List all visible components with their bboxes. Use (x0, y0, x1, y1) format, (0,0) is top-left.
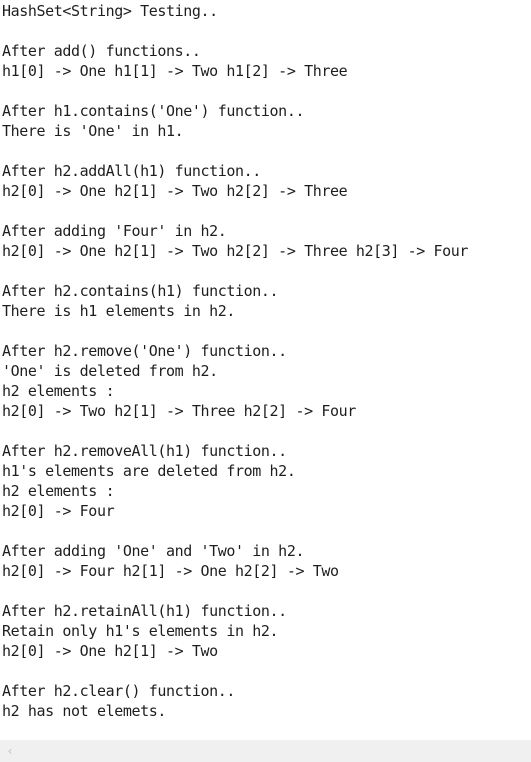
blank-line (2, 261, 529, 281)
console-line: After add() functions.. (2, 42, 201, 60)
console-line: h2[0] -> One h2[1] -> Two h2[2] -> Three (2, 182, 348, 200)
console-line: h1's elements are deleted from h2. (2, 462, 296, 480)
console-line: After adding 'Four' in h2. (2, 222, 227, 240)
blank-line (2, 21, 529, 41)
console-line: h1[0] -> One h1[1] -> Two h1[2] -> Three (2, 62, 348, 80)
console-line: h2[0] -> One h2[1] -> Two (2, 642, 218, 660)
console-line: After adding 'One' and 'Two' in h2. (2, 542, 305, 560)
console-line: h2 elements : (2, 482, 115, 500)
console-line: After h2.retainAll(h1) function.. (2, 602, 287, 620)
console-line: After h2.remove('One') function.. (2, 342, 287, 360)
console-line: h2[0] -> Four (2, 502, 115, 520)
blank-line (2, 201, 529, 221)
console-line: There is 'One' in h1. (2, 122, 184, 140)
blank-line (2, 661, 529, 681)
console-output: HashSet<String> Testing.. After add() fu… (2, 1, 529, 739)
console-line: After h1.contains('One') function.. (2, 102, 305, 120)
console-line: Retain only h1's elements in h2. (2, 622, 279, 640)
console-line: h2[0] -> Two h2[1] -> Three h2[2] -> Fou… (2, 402, 356, 420)
horizontal-scrollbar[interactable]: ‹ (0, 740, 531, 762)
chevron-left-icon[interactable]: ‹ (7, 744, 13, 758)
blank-line (2, 421, 529, 441)
console-line: There is h1 elements in h2. (2, 302, 236, 320)
blank-line (2, 81, 529, 101)
console-line: 'One' is deleted from h2. (2, 362, 218, 380)
blank-line (2, 141, 529, 161)
blank-line (2, 581, 529, 601)
console-line: h2 has not elemets. (2, 702, 166, 720)
console-line: h2[0] -> One h2[1] -> Two h2[2] -> Three… (2, 242, 469, 260)
blank-line (2, 521, 529, 541)
console-line: After h2.removeAll(h1) function.. (2, 442, 287, 460)
console-line: h2 elements : (2, 382, 115, 400)
console-line: HashSet<String> Testing.. (2, 2, 218, 20)
console-line: After h2.contains(h1) function.. (2, 282, 279, 300)
blank-line (2, 321, 529, 341)
console-line: After h2.clear() function.. (2, 682, 236, 700)
console-line: h2[0] -> Four h2[1] -> One h2[2] -> Two (2, 562, 339, 580)
console-line: After h2.addAll(h1) function.. (2, 162, 261, 180)
